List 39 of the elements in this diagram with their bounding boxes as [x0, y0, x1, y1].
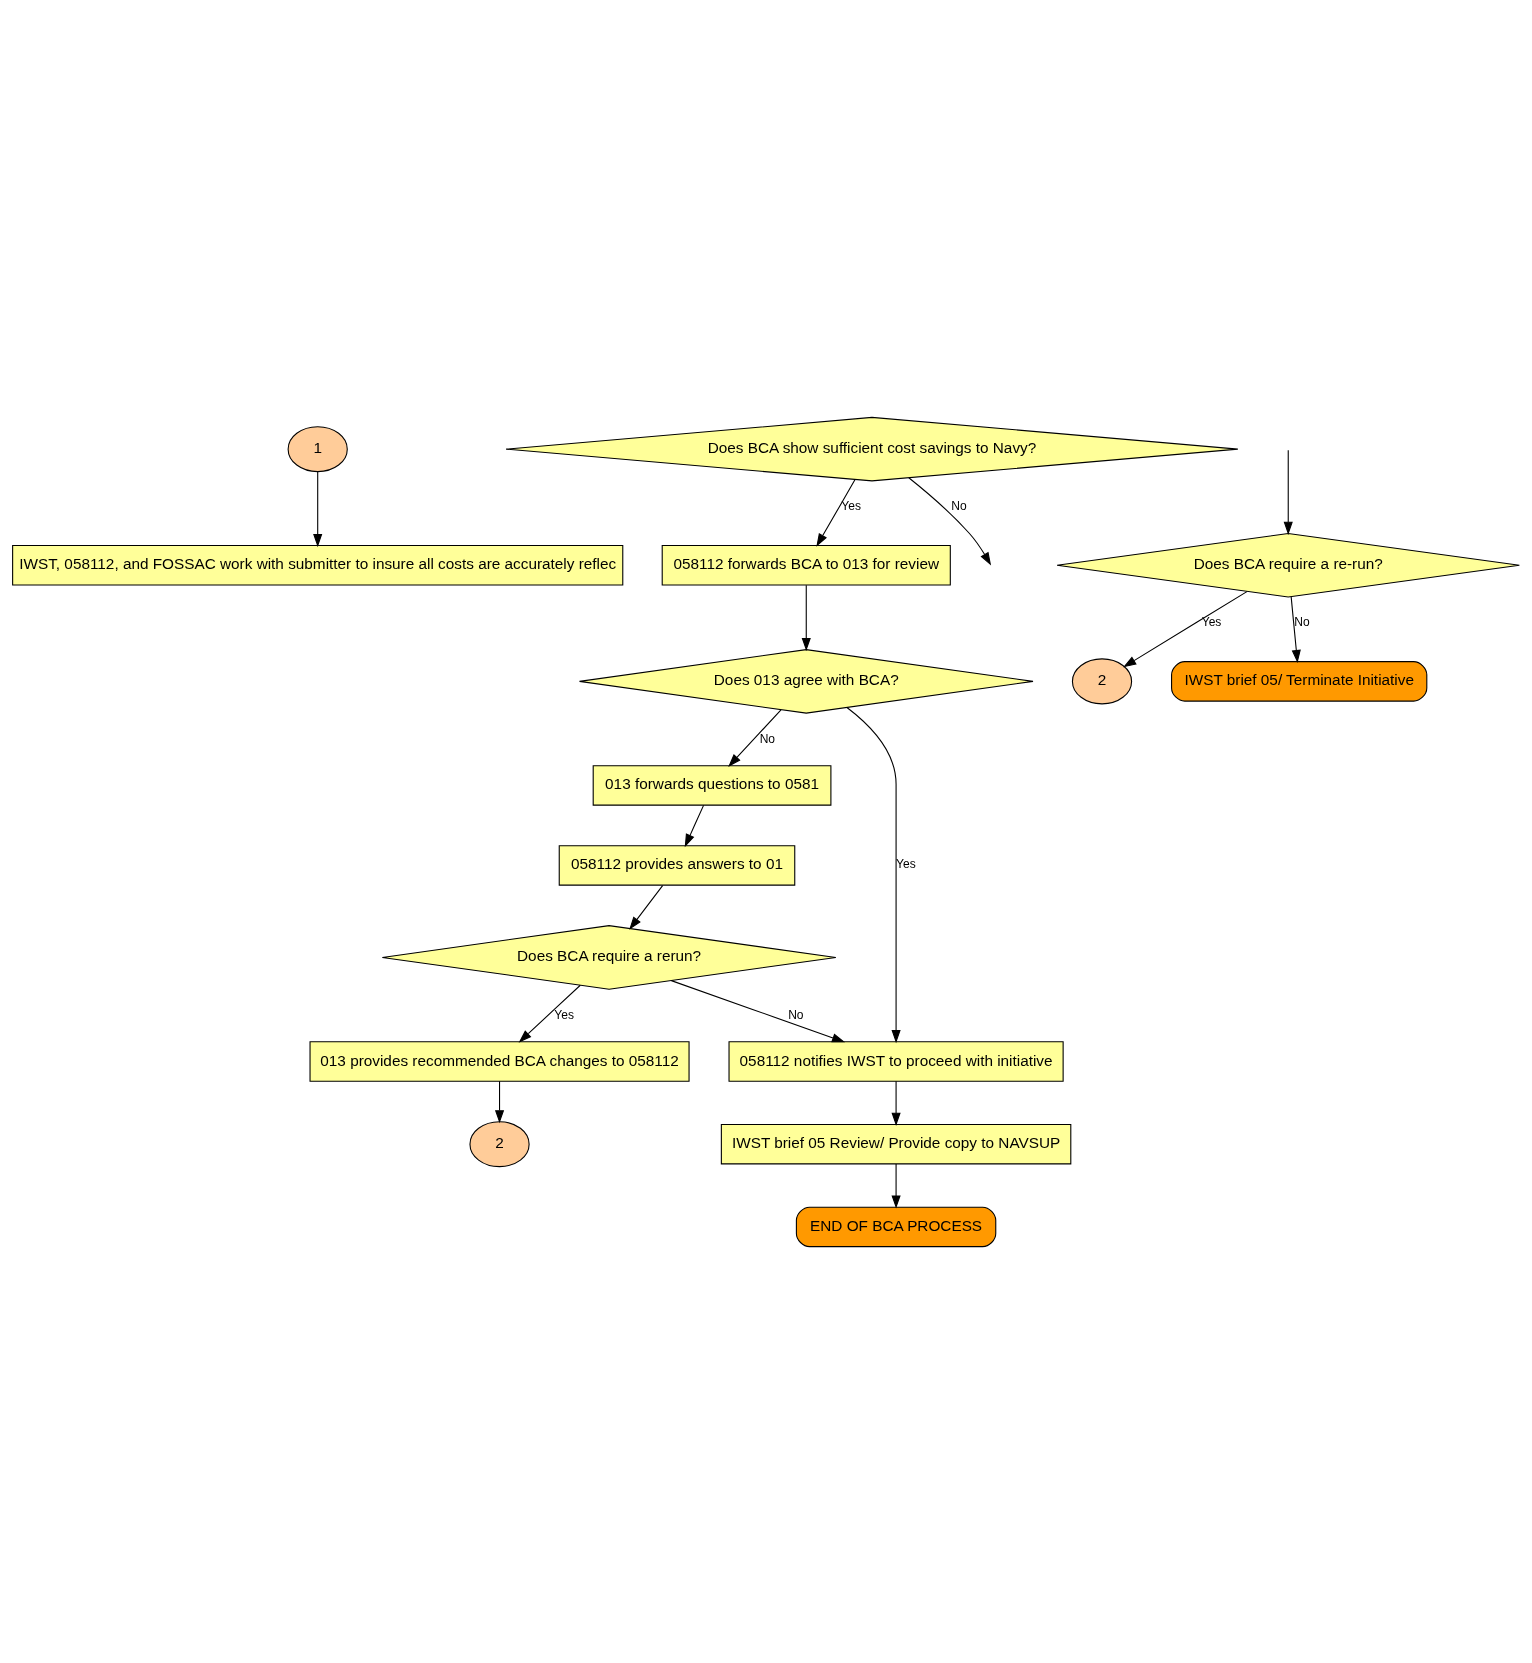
node-diamond: Does BCA require a rerun? — [381, 924, 837, 990]
arrow — [518, 984, 581, 1043]
node-box: 013 forwards questions to 0581 — [592, 764, 832, 806]
arrow — [816, 478, 856, 547]
node-box: 058112 provides answers to 01 — [558, 844, 796, 886]
arrow — [891, 1162, 901, 1209]
node-diamond: Does 013 agree with BCA? — [578, 648, 1034, 714]
edge-label: No — [759, 731, 776, 745]
arrow — [1123, 590, 1248, 667]
node-box: 013 provides recommended BCA changes to 058112 — [309, 1040, 690, 1082]
node-box: IWST, 058112, and FOSSAC work with submitter to insure all costs are accurately reflec — [12, 544, 624, 586]
edge-label: Yes — [1201, 614, 1222, 629]
arrow — [494, 1080, 505, 1123]
arrow — [1283, 449, 1293, 535]
arrow — [629, 884, 664, 930]
node-box: IWST brief 05 Review/ Provide copy to NAVSUP — [720, 1123, 1072, 1164]
node-box: 058112 forwards BCA to 013 for review — [661, 544, 951, 586]
node-diamond: Does BCA require a re-run? — [1056, 532, 1520, 598]
edge-label: No — [1294, 614, 1310, 629]
arrow — [670, 979, 846, 1042]
arrow — [313, 470, 323, 547]
arrow — [801, 584, 811, 651]
arrow — [908, 476, 992, 566]
node-diamond: Does BCA show sufficient cost savings to Navy? — [505, 416, 1239, 481]
node-ellipse: 1 — [287, 425, 348, 472]
arrow — [728, 708, 782, 767]
node-box: IWST brief 05/ Terminate Initiative — [1171, 660, 1428, 702]
node-box: END OF BCA PROCESS — [795, 1206, 997, 1247]
edge-label: Yes — [554, 1007, 574, 1022]
arrow — [846, 706, 901, 1043]
edge-label: Yes — [841, 498, 861, 513]
node-ellipse: 2 — [469, 1120, 530, 1167]
node-ellipse: 2 — [1071, 657, 1133, 704]
arrow — [891, 1080, 901, 1126]
edge-label: No — [951, 498, 967, 513]
edge-label: No — [788, 1007, 804, 1022]
node-box: 058112 notifies IWST to proceed with initiative — [728, 1040, 1064, 1082]
arrow — [684, 804, 705, 847]
arrow — [1290, 595, 1301, 663]
